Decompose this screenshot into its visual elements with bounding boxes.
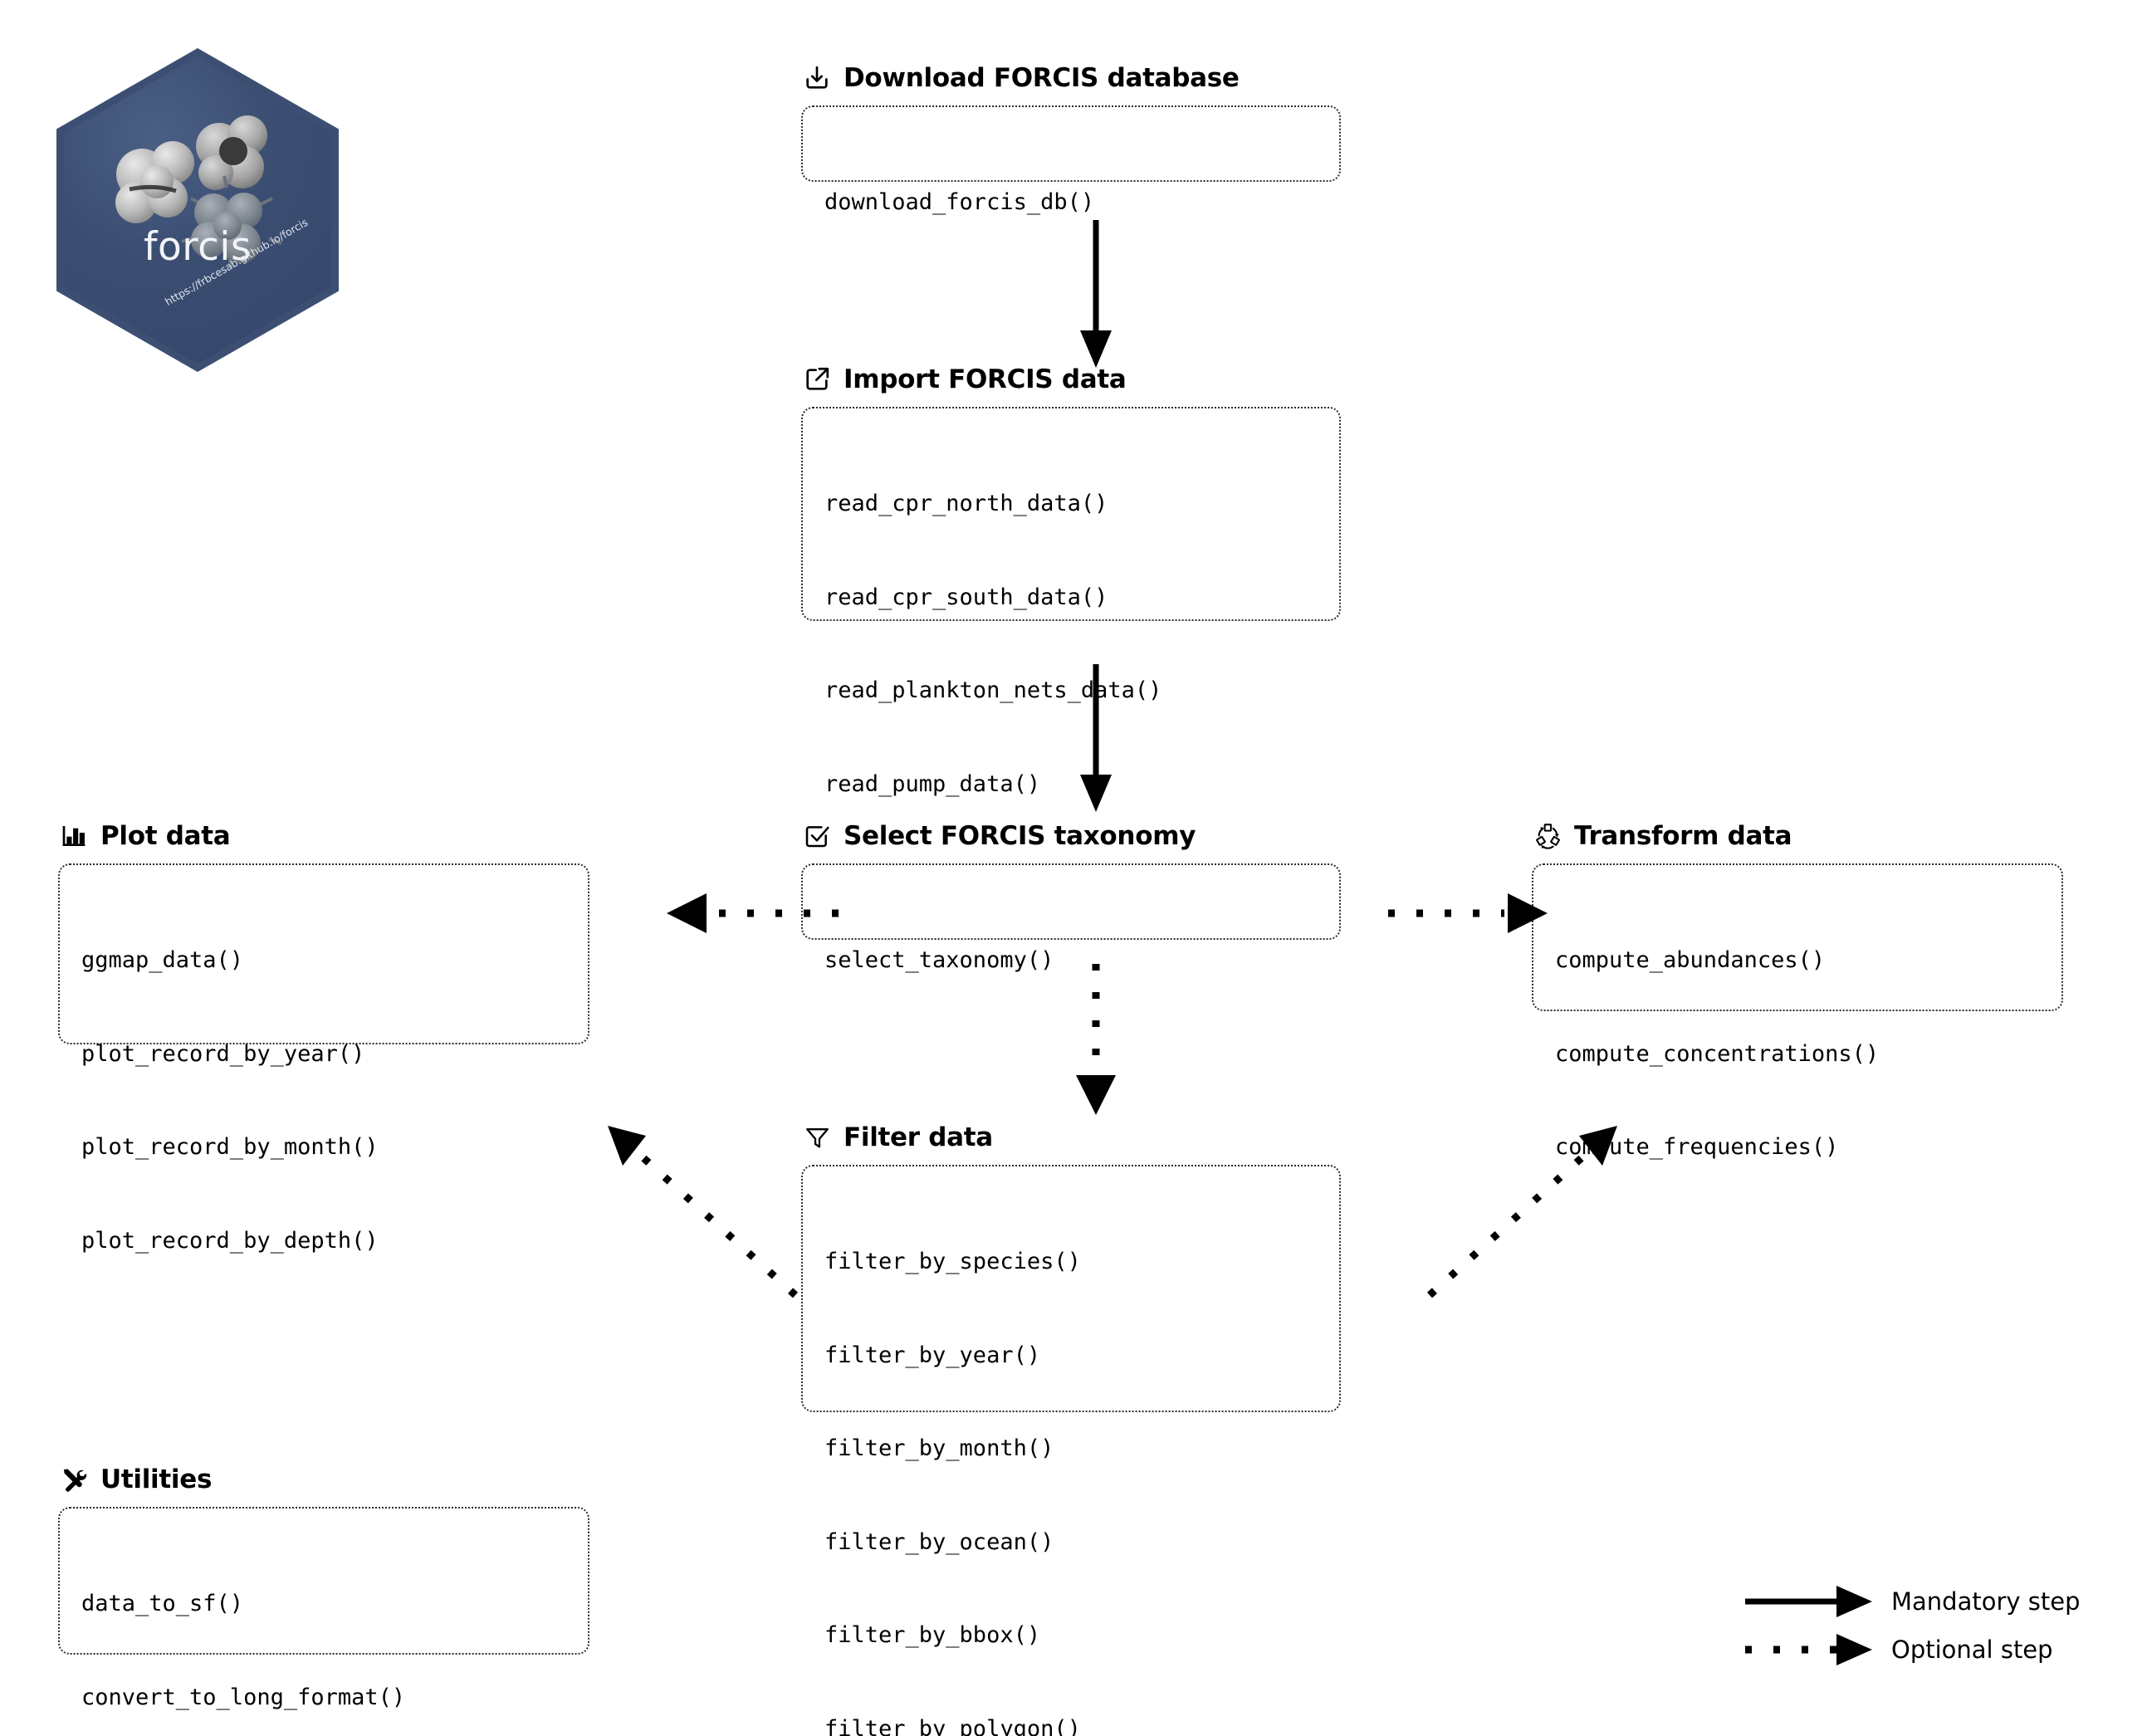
function-name: filter_by_species()	[824, 1249, 1081, 1275]
connector-filter-to-transform	[1426, 1126, 1617, 1298]
tools-icon	[58, 1464, 90, 1495]
function-name: plot_record_by_month()	[81, 1134, 379, 1161]
section-utilities-header: Utilities	[58, 1461, 639, 1498]
function-name: filter_by_year()	[824, 1342, 1041, 1368]
function-name: filter_by_ocean()	[824, 1528, 1054, 1555]
connector-taxonomy-to-filter	[1076, 964, 1116, 1115]
section-taxonomy-header: Select FORCIS taxonomy	[801, 818, 1382, 854]
function-box-filter: filter_by_species() filter_by_year() fil…	[801, 1165, 1341, 1736]
import-export-icon	[801, 364, 833, 395]
function-box-download: download_forcis_db()	[801, 105, 1341, 215]
bar-chart-icon	[58, 820, 90, 852]
function-box-taxonomy: select_taxonomy()	[801, 863, 1341, 973]
section-plot-title: Plot data	[100, 820, 231, 851]
function-list-plot: ggmap_data() plot_record_by_year() plot_…	[81, 883, 566, 1318]
function-list-transform: compute_abundances() compute_concentrati…	[1555, 883, 2040, 1225]
section-import: Import FORCIS data read_cpr_north_data()…	[801, 361, 1382, 890]
function-box-plot: ggmap_data() plot_record_by_year() plot_…	[58, 863, 589, 1254]
section-utilities-title: Utilities	[100, 1464, 213, 1494]
function-name: read_cpr_north_data()	[824, 491, 1108, 517]
section-filter-header: Filter data	[801, 1119, 1382, 1156]
section-transform-title: Transform data	[1574, 820, 1792, 851]
function-name: read_plankton_nets_data()	[824, 677, 1162, 704]
connector-taxonomy-to-transform	[1388, 893, 1548, 933]
function-name: filter_by_bbox()	[824, 1622, 1041, 1649]
function-name: plot_record_by_depth()	[81, 1227, 379, 1254]
function-name: filter_by_month()	[824, 1435, 1054, 1462]
function-name: data_to_sf()	[81, 1591, 244, 1617]
section-import-title: Import FORCIS data	[844, 364, 1127, 394]
forcis-logo: forcis https://frbcesab.github.io/forcis	[56, 48, 339, 372]
legend-row-mandatory: Mandatory step	[1743, 1577, 2081, 1626]
function-name: compute_abundances()	[1555, 947, 1826, 974]
connector-download-to-import	[1080, 220, 1112, 368]
section-transform-header: Transform data	[1532, 818, 2113, 854]
function-name: convert_to_long_format()	[81, 1684, 406, 1710]
function-name: select_taxonomy()	[824, 947, 1054, 974]
function-list-utilities: data_to_sf() convert_to_long_format() se…	[81, 1526, 566, 1736]
mandatory-arrow-icon	[1745, 1586, 1872, 1617]
legend-label-mandatory: Mandatory step	[1891, 1587, 2081, 1616]
function-box-utilities: data_to_sf() convert_to_long_format() se…	[58, 1507, 589, 1710]
function-box-transform: compute_abundances() compute_concentrati…	[1532, 863, 2063, 1160]
function-list-filter: filter_by_species() filter_by_year() fil…	[824, 1184, 1318, 1736]
section-utilities: Utilities data_to_sf() convert_to_long_f…	[58, 1461, 639, 1710]
section-taxonomy: Select FORCIS taxonomy select_taxonomy()	[801, 818, 1382, 973]
section-plot-header: Plot data	[58, 818, 639, 854]
section-plot: Plot data ggmap_data() plot_record_by_ye…	[58, 818, 639, 1254]
section-filter-title: Filter data	[844, 1122, 993, 1152]
foraminifera-image	[115, 115, 282, 268]
function-list-taxonomy: select_taxonomy()	[824, 883, 1318, 1039]
function-box-import: read_cpr_north_data() read_cpr_south_dat…	[801, 407, 1341, 890]
section-transform: Transform data compute_abundances() comp…	[1532, 818, 2113, 1160]
connector-filter-to-plot	[608, 1126, 799, 1298]
function-list-download: download_forcis_db()	[824, 125, 1318, 281]
section-filter: Filter data filter_by_species() filter_b…	[801, 1119, 1382, 1736]
section-download-header: Download FORCIS database	[801, 60, 1382, 96]
section-download: Download FORCIS database download_forcis…	[801, 60, 1382, 215]
legend: Mandatory step Optional step	[1743, 1577, 2081, 1674]
function-name: download_forcis_db()	[824, 189, 1095, 216]
section-import-header: Import FORCIS data	[801, 361, 1382, 398]
function-name: read_pump_data()	[824, 770, 1041, 797]
funnel-icon	[801, 1122, 833, 1153]
connector-import-to-taxonomy	[1080, 664, 1112, 812]
legend-label-optional: Optional step	[1891, 1636, 2053, 1664]
function-name: ggmap_data()	[81, 947, 244, 974]
function-name: compute_concentrations()	[1555, 1040, 1880, 1067]
section-download-title: Download FORCIS database	[844, 62, 1240, 93]
legend-row-optional: Optional step	[1743, 1626, 2081, 1674]
function-name: plot_record_by_year()	[81, 1040, 365, 1067]
logo-title: forcis	[144, 224, 252, 270]
function-name: read_cpr_south_data()	[824, 584, 1108, 610]
optional-arrow-icon	[1745, 1634, 1872, 1665]
download-icon	[801, 62, 833, 94]
transform-cycle-icon	[1532, 820, 1563, 852]
function-name: filter_by_polygon()	[824, 1715, 1081, 1736]
connector-taxonomy-to-plot	[667, 893, 839, 933]
section-taxonomy-title: Select FORCIS taxonomy	[844, 820, 1196, 851]
checkbox-checked-icon	[801, 820, 833, 852]
